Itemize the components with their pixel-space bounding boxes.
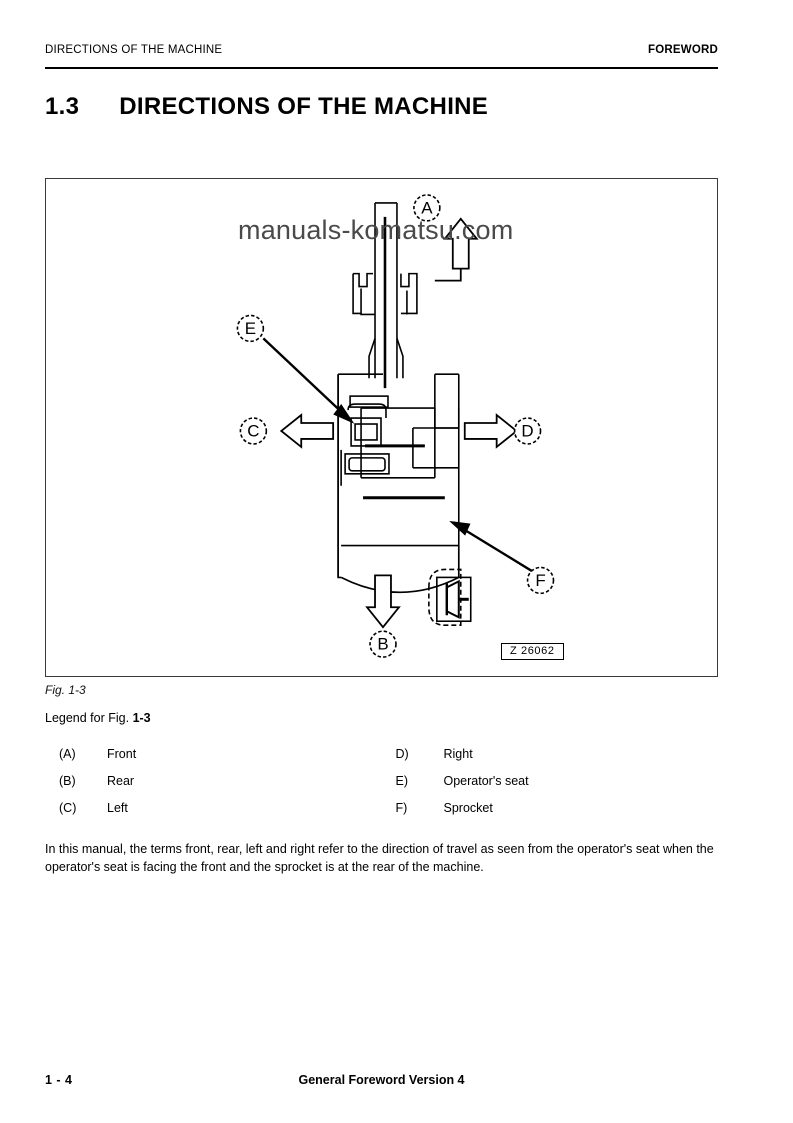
svg-text:E: E [245,319,256,338]
callout-c: C [239,417,268,445]
legend-value: Sprocket [443,801,493,815]
legend-row: (A) Front D) Right [45,747,718,774]
running-header: DIRECTIONS OF THE MACHINE FOREWORD [45,44,718,56]
legend-value: Operator's seat [443,774,529,788]
page-title: 1.3 DIRECTIONS OF THE MACHINE [45,93,488,121]
legend-value: Rear [107,774,135,788]
legend-key: (B) [59,774,76,788]
legend-key: F) [395,801,408,815]
figure-frame: A B C D E F manuals-kom [45,178,718,677]
leader-line-a [434,268,462,282]
callout-d: D [513,417,542,445]
arrow-right-side [463,413,519,449]
callout-f: F [526,566,555,595]
header-chapter-title: DIRECTIONS OF THE MACHINE [45,44,223,56]
legend-entry-b: (B) Rear [45,774,382,788]
legend-entry-d: D) Right [382,747,719,761]
legend-key: E) [395,774,409,788]
legend-entry-e: E) Operator's seat [382,774,719,788]
page-title-text: DIRECTIONS OF THE MACHINE [119,93,489,120]
legend-value: Front [107,747,137,761]
header-section-name: FOREWORD [648,44,718,56]
leader-line-f [449,520,534,573]
legend-table: (A) Front D) Right (B) Rear E) Operator'… [45,747,718,828]
legend-heading: Legend for Fig. 1-3 [45,711,151,725]
legend-heading-ref: 1-3 [132,711,151,725]
svg-text:A: A [421,198,433,217]
footer-document-title: General Foreword Version 4 [298,1073,465,1087]
drawing-number-plate: Z 26062 [501,643,564,660]
arrow-up-front [442,217,479,270]
svg-text:C: C [247,421,259,440]
page-title-number: 1.3 [45,93,80,120]
callout-b: B [369,630,397,658]
legend-heading-prefix: Legend for Fig. [45,711,133,725]
callout-a: A [413,194,441,222]
legend-row: (B) Rear E) Operator's seat [45,774,718,801]
legend-key: (C) [59,801,77,815]
machine-top-view-diagram: A B C D E F [236,194,555,658]
legend-entry-f: F) Sprocket [382,801,719,815]
legend-entry-a: (A) Front [45,747,382,761]
arrow-left-side [279,413,335,449]
legend-value: Right [443,747,473,761]
figure-caption: Fig. 1-3 [45,683,86,697]
svg-text:B: B [377,635,388,654]
header-rule [45,67,718,69]
body-paragraph: In this manual, the terms front, rear, l… [45,842,714,874]
legend-row: (C) Left F) Sprocket [45,801,718,828]
legend-entry-c: (C) Left [45,801,382,815]
page-footer: General Foreword Version 4 1 - 4 [45,1073,718,1091]
arrow-down-rear [365,574,401,629]
callout-e: E [236,314,265,343]
svg-text:F: F [535,571,545,590]
footer-page-number: 1 - 4 [45,1073,73,1087]
legend-value: Left [107,801,128,815]
legend-key: D) [395,747,409,761]
svg-text:D: D [521,421,533,440]
leader-line-e [262,337,355,424]
legend-key: (A) [59,747,76,761]
